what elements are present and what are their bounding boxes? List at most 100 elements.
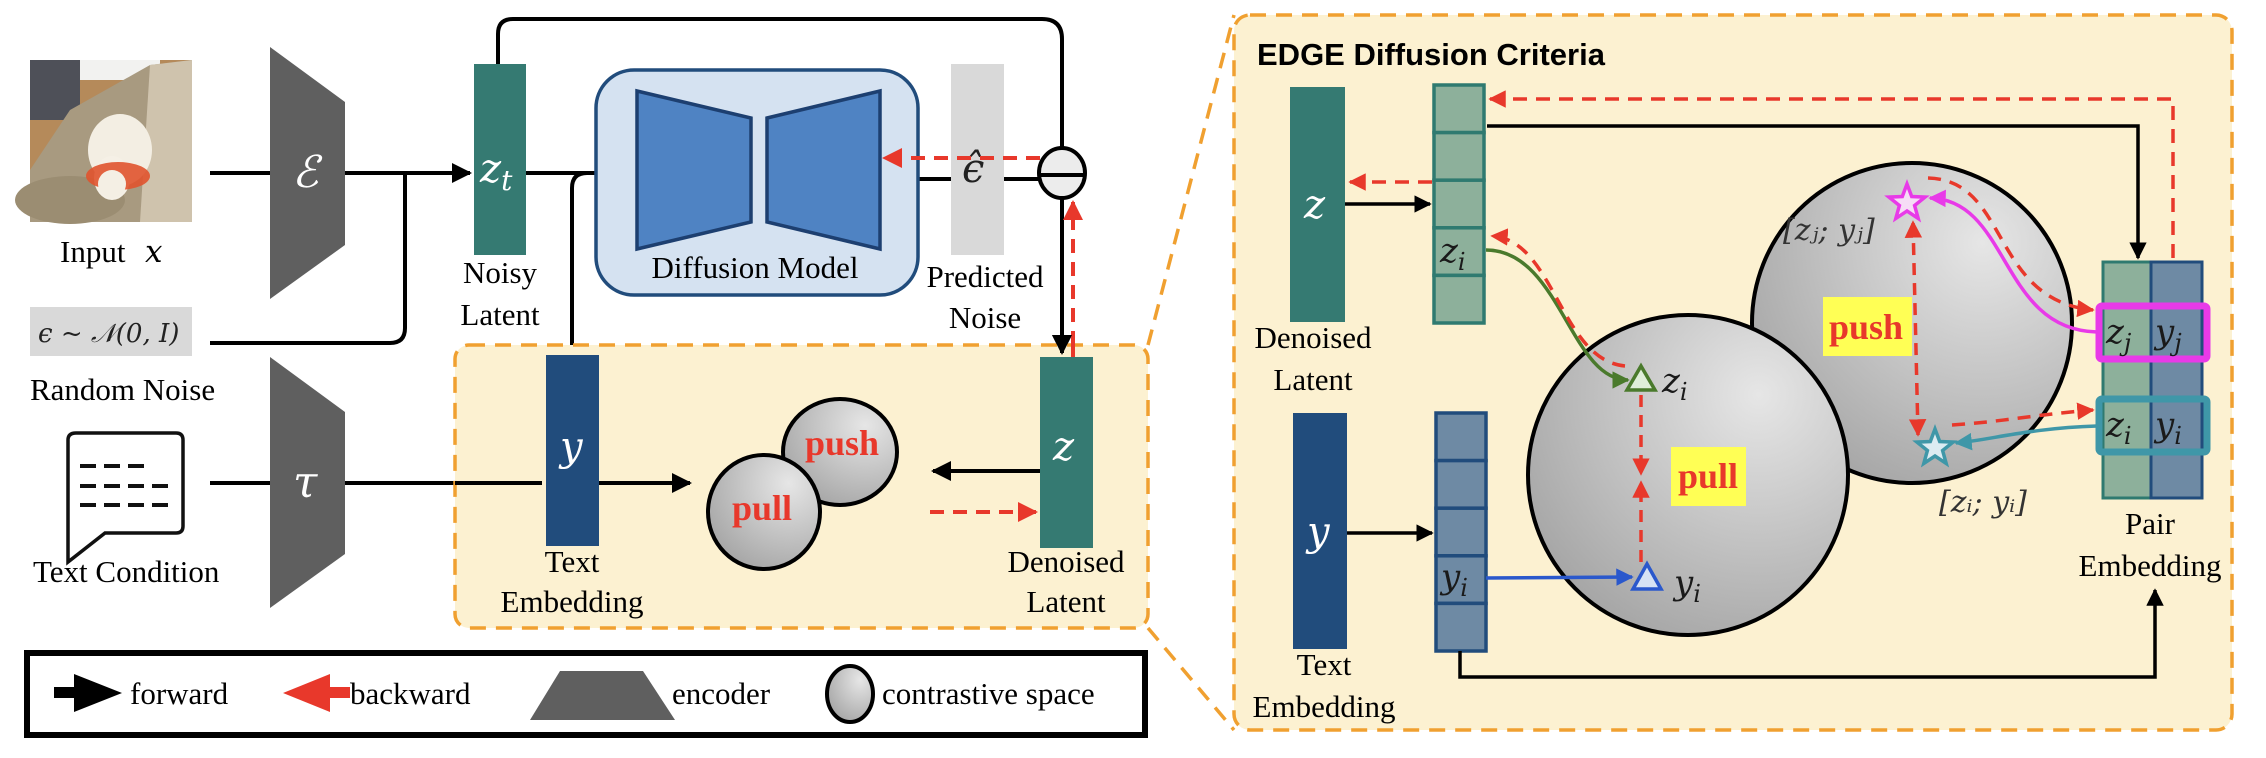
pair-embedding-label-2: Embedding — [2079, 548, 2222, 583]
text-embedding-label-1: Text — [545, 544, 600, 579]
unet-decoder-half — [765, 88, 882, 252]
edge-denoised-latent-bar — [1290, 87, 1345, 322]
denoised-latent-label-1: Denoised — [1007, 544, 1125, 579]
vector-cell — [1434, 458, 1488, 510]
latent-vector-column — [1432, 83, 1486, 325]
forward-arrow-icon — [54, 674, 122, 712]
zi-to-point-curve — [1485, 248, 1630, 389]
push-double-arrow — [1904, 220, 1927, 437]
pair-yi-label: yi — [2153, 405, 2182, 450]
pair-j-highlight — [2095, 302, 2211, 363]
pull-label: pull — [732, 488, 792, 528]
legend-forward: forward — [130, 676, 229, 711]
push-label: push — [805, 423, 879, 463]
vector-cell — [1434, 506, 1488, 558]
point-to-zi-backward — [1490, 228, 1626, 368]
noisy-latent-label-1: Noisy — [463, 255, 538, 290]
vector-cell — [1432, 178, 1486, 230]
edge-text-label-2: Embedding — [1253, 689, 1396, 724]
predicted-noise-label-1: Predicted — [926, 259, 1044, 294]
text-embedding-symbol: y — [558, 424, 584, 470]
edge-text-embedding-symbol: y — [1305, 509, 1331, 555]
vector-cell — [1432, 83, 1486, 135]
image-encoder — [270, 47, 345, 299]
subtract-icon — [1037, 146, 1087, 200]
pair-zj-label: zj — [2105, 312, 2132, 357]
pair-embedding-label-1: Pair — [2125, 506, 2176, 541]
legend-contrastive-space: contrastive space — [882, 676, 1095, 711]
latent-cell-zi: zi — [1439, 231, 1466, 276]
noise-formula: ϵ ~ 𝒩(0, I) — [38, 319, 179, 349]
text-to-pair-line — [1458, 588, 2164, 679]
edge-pull-label: pull — [1678, 456, 1738, 496]
text-encoder-symbol: 𝜏 — [293, 457, 318, 508]
edge-text-embedding-bar — [1293, 413, 1347, 649]
pair-i-highlight — [2095, 395, 2211, 456]
random-noise-label: Random Noise — [30, 372, 215, 407]
pair-j-label: [zⱼ; yⱼ] — [1783, 213, 1875, 248]
legend-encoder: encoder — [672, 676, 771, 711]
zj-to-star-curve — [1928, 189, 2098, 334]
edge-push-label: push — [1829, 307, 1903, 347]
text-embedding-bar — [546, 355, 599, 546]
input-variable: x — [145, 234, 163, 270]
latent-to-pair-line — [1487, 124, 2147, 260]
zi-triangle-icon — [1623, 362, 1659, 392]
encoder-legend-icon — [530, 671, 675, 720]
noise-formula-box — [30, 307, 192, 356]
text-vector-column — [1434, 411, 1488, 653]
edge-panel-title: EDGE Diffusion Criteria — [1257, 37, 1606, 72]
yi-triangle-icon — [1630, 560, 1664, 591]
unet-encoder-half — [635, 88, 753, 252]
legend: forward backward encoder contrastive spa… — [24, 650, 1148, 738]
pair-latent-column — [2101, 260, 2153, 500]
pair-to-latent-backward — [1488, 90, 2175, 258]
pair-i-star-icon — [1912, 424, 1958, 468]
pair-text-column — [2149, 260, 2204, 500]
noisy-latent-bar — [474, 64, 526, 255]
text-condition-label: Text Condition — [33, 554, 220, 589]
pull-highlight — [1671, 447, 1746, 506]
input-image — [15, 60, 192, 224]
edge-denoised-label-2: Latent — [1273, 362, 1353, 397]
vector-cell — [1432, 273, 1486, 325]
star-to-zi-backward — [1951, 402, 2095, 427]
pair-zi-label: zi — [2105, 405, 2132, 450]
noisy-latent-label-2: Latent — [460, 297, 540, 332]
input-label: Input — [60, 234, 126, 269]
image-encoder-symbol: ℰ — [292, 147, 323, 198]
edge-denoised-label-1: Denoised — [1254, 320, 1372, 355]
zoom-connectors — [1146, 14, 1236, 732]
pair-yj-label: yj — [2153, 312, 2182, 357]
zi-to-star-curve — [1954, 424, 2098, 451]
edge-denoised-latent-symbol: z — [1303, 182, 1326, 228]
contrastive-space-legend-icon — [825, 664, 875, 724]
zi-point-label: zi — [1661, 361, 1688, 406]
pair-i-label: [zᵢ; yᵢ] — [1939, 485, 2027, 520]
denoised-latent-bar — [1040, 357, 1093, 548]
diffusion-model-label: Diffusion Model — [652, 250, 859, 285]
backward-arrow-icon — [283, 674, 350, 712]
denoised-latent-symbol: z — [1052, 424, 1075, 470]
noisy-latent-symbol: zt — [479, 146, 513, 197]
yi-to-point-line — [1485, 568, 1634, 586]
vector-cell — [1434, 554, 1488, 606]
text-embedding-label-2: Embedding — [501, 584, 644, 619]
predicted-noise-symbol: ϵ̂ — [962, 146, 984, 192]
vector-cell — [1434, 411, 1488, 463]
yi-point-label: yi — [1672, 563, 1701, 608]
legend-backward: backward — [350, 676, 471, 711]
push-highlight — [1823, 297, 1912, 356]
text-condition-icon — [66, 431, 185, 566]
vector-cell — [1434, 601, 1488, 653]
pair-j-star-icon — [1884, 179, 1930, 223]
pull-sphere — [706, 453, 822, 571]
text-cell-yi: yi — [1439, 557, 1468, 602]
backward-connectors-top — [882, 148, 1083, 345]
denoised-latent-label-2: Latent — [1026, 584, 1106, 619]
predicted-noise-label-2: Noise — [949, 300, 1021, 335]
star-to-zj-backward — [1927, 176, 2095, 318]
edge-text-label-1: Text — [1297, 647, 1352, 682]
vector-cell — [1432, 130, 1486, 182]
